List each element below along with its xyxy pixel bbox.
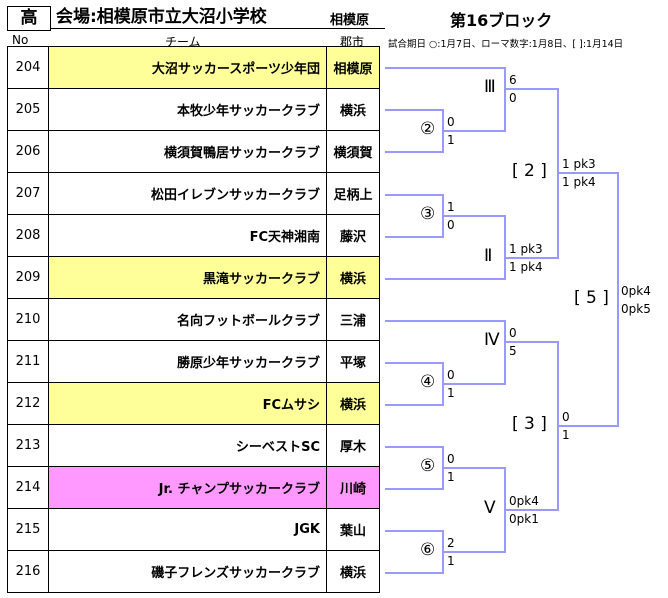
match-mark: ⑥	[420, 540, 436, 560]
match-score: 1	[447, 386, 455, 400]
match-mark: [ 3 ]	[512, 414, 547, 434]
match-mark: Ⅱ	[484, 246, 493, 266]
match-score: 0	[447, 218, 455, 232]
team-number: 212	[7, 382, 49, 425]
block-title: 第16ブロック	[450, 11, 553, 30]
team-name: 横須賀鴨居サッカークラブ	[48, 130, 327, 173]
match-score: 1 pk3	[562, 157, 596, 171]
team-city: 横浜	[326, 550, 380, 593]
team-number: 216	[7, 550, 49, 593]
team-city: 横浜	[326, 256, 380, 299]
team-city: 川崎	[326, 466, 380, 509]
match-mark: [ 2 ]	[512, 161, 547, 181]
match-mark: ④	[420, 372, 436, 392]
venue-city: 相模原	[330, 13, 370, 28]
match-mark: Ⅴ	[484, 498, 496, 518]
team-number: 213	[7, 424, 49, 467]
bracket-line	[385, 320, 506, 385]
match-score: 1 pk4	[509, 260, 543, 274]
bracket-line	[385, 67, 506, 132]
team-city: 相模原	[326, 46, 380, 89]
match-score: 0	[562, 410, 570, 424]
team-city: 横浜	[326, 382, 380, 425]
team-number: 209	[7, 256, 49, 299]
match-mark: Ⅲ	[484, 77, 496, 97]
category-badge: 高	[7, 6, 51, 31]
team-name: 本牧少年サッカークラブ	[48, 88, 327, 131]
team-city: 横須賀	[326, 130, 380, 173]
match-score: 1 pk3	[509, 242, 543, 256]
team-city: 葉山	[326, 508, 380, 551]
match-score: 1	[562, 428, 570, 442]
team-number: 205	[7, 88, 49, 131]
match-score: 0	[509, 326, 517, 340]
team-number: 204	[7, 46, 49, 89]
team-name: 大沼サッカースポーツ少年団	[48, 46, 327, 89]
match-score: 0pk5	[621, 302, 651, 316]
team-name: FC天神湘南	[48, 214, 327, 257]
team-name: Jr. チャンプサッカークラブ	[48, 466, 327, 509]
schedule-note: 試合期日 ○:1月7日、ローマ数字:1月8日、[ ]:1月14日	[388, 39, 624, 50]
match-score: 6	[509, 73, 517, 87]
match-score: 1	[447, 470, 455, 484]
match-score: 0	[447, 452, 455, 466]
header-underline	[50, 28, 385, 29]
team-number: 214	[7, 466, 49, 509]
team-number: 208	[7, 214, 49, 257]
team-city: 三浦	[326, 298, 380, 341]
team-name: 松田イレブンサッカークラブ	[48, 172, 327, 215]
team-number: 215	[7, 508, 49, 551]
match-mark: Ⅳ	[484, 330, 500, 350]
match-mark: ⑤	[420, 456, 436, 476]
venue-title: 会場:相模原市立大沼小学校	[56, 7, 267, 27]
match-score: 0pk4	[621, 284, 651, 298]
team-city: 足柄上	[326, 172, 380, 215]
match-score: 1 pk4	[562, 175, 596, 189]
match-mark: [ 5 ]	[574, 288, 609, 308]
match-score: 0	[447, 368, 455, 382]
match-score: 1	[447, 133, 455, 147]
match-score: 0	[509, 91, 517, 105]
match-score: 0pk1	[509, 512, 539, 526]
team-city: 厚木	[326, 424, 380, 467]
match-mark: ②	[420, 119, 436, 139]
col-header-city: 郡市	[340, 35, 365, 49]
match-score: 0	[447, 115, 455, 129]
col-header-team: チーム	[165, 35, 201, 49]
team-name: 磯子フレンズサッカークラブ	[48, 550, 327, 593]
bracket-line	[558, 172, 619, 427]
col-header-no: No	[12, 33, 29, 47]
match-score: 5	[509, 344, 517, 358]
match-mark: ③	[420, 204, 436, 224]
match-score: 2	[447, 536, 455, 550]
bracket-line	[385, 215, 506, 280]
match-score: 1	[447, 200, 455, 214]
match-score: 1	[447, 554, 455, 568]
team-name: FCムサシ	[48, 382, 327, 425]
team-name: JGK	[48, 508, 327, 551]
team-name: シーベストSC	[48, 424, 327, 467]
match-score: 0pk4	[509, 494, 539, 508]
